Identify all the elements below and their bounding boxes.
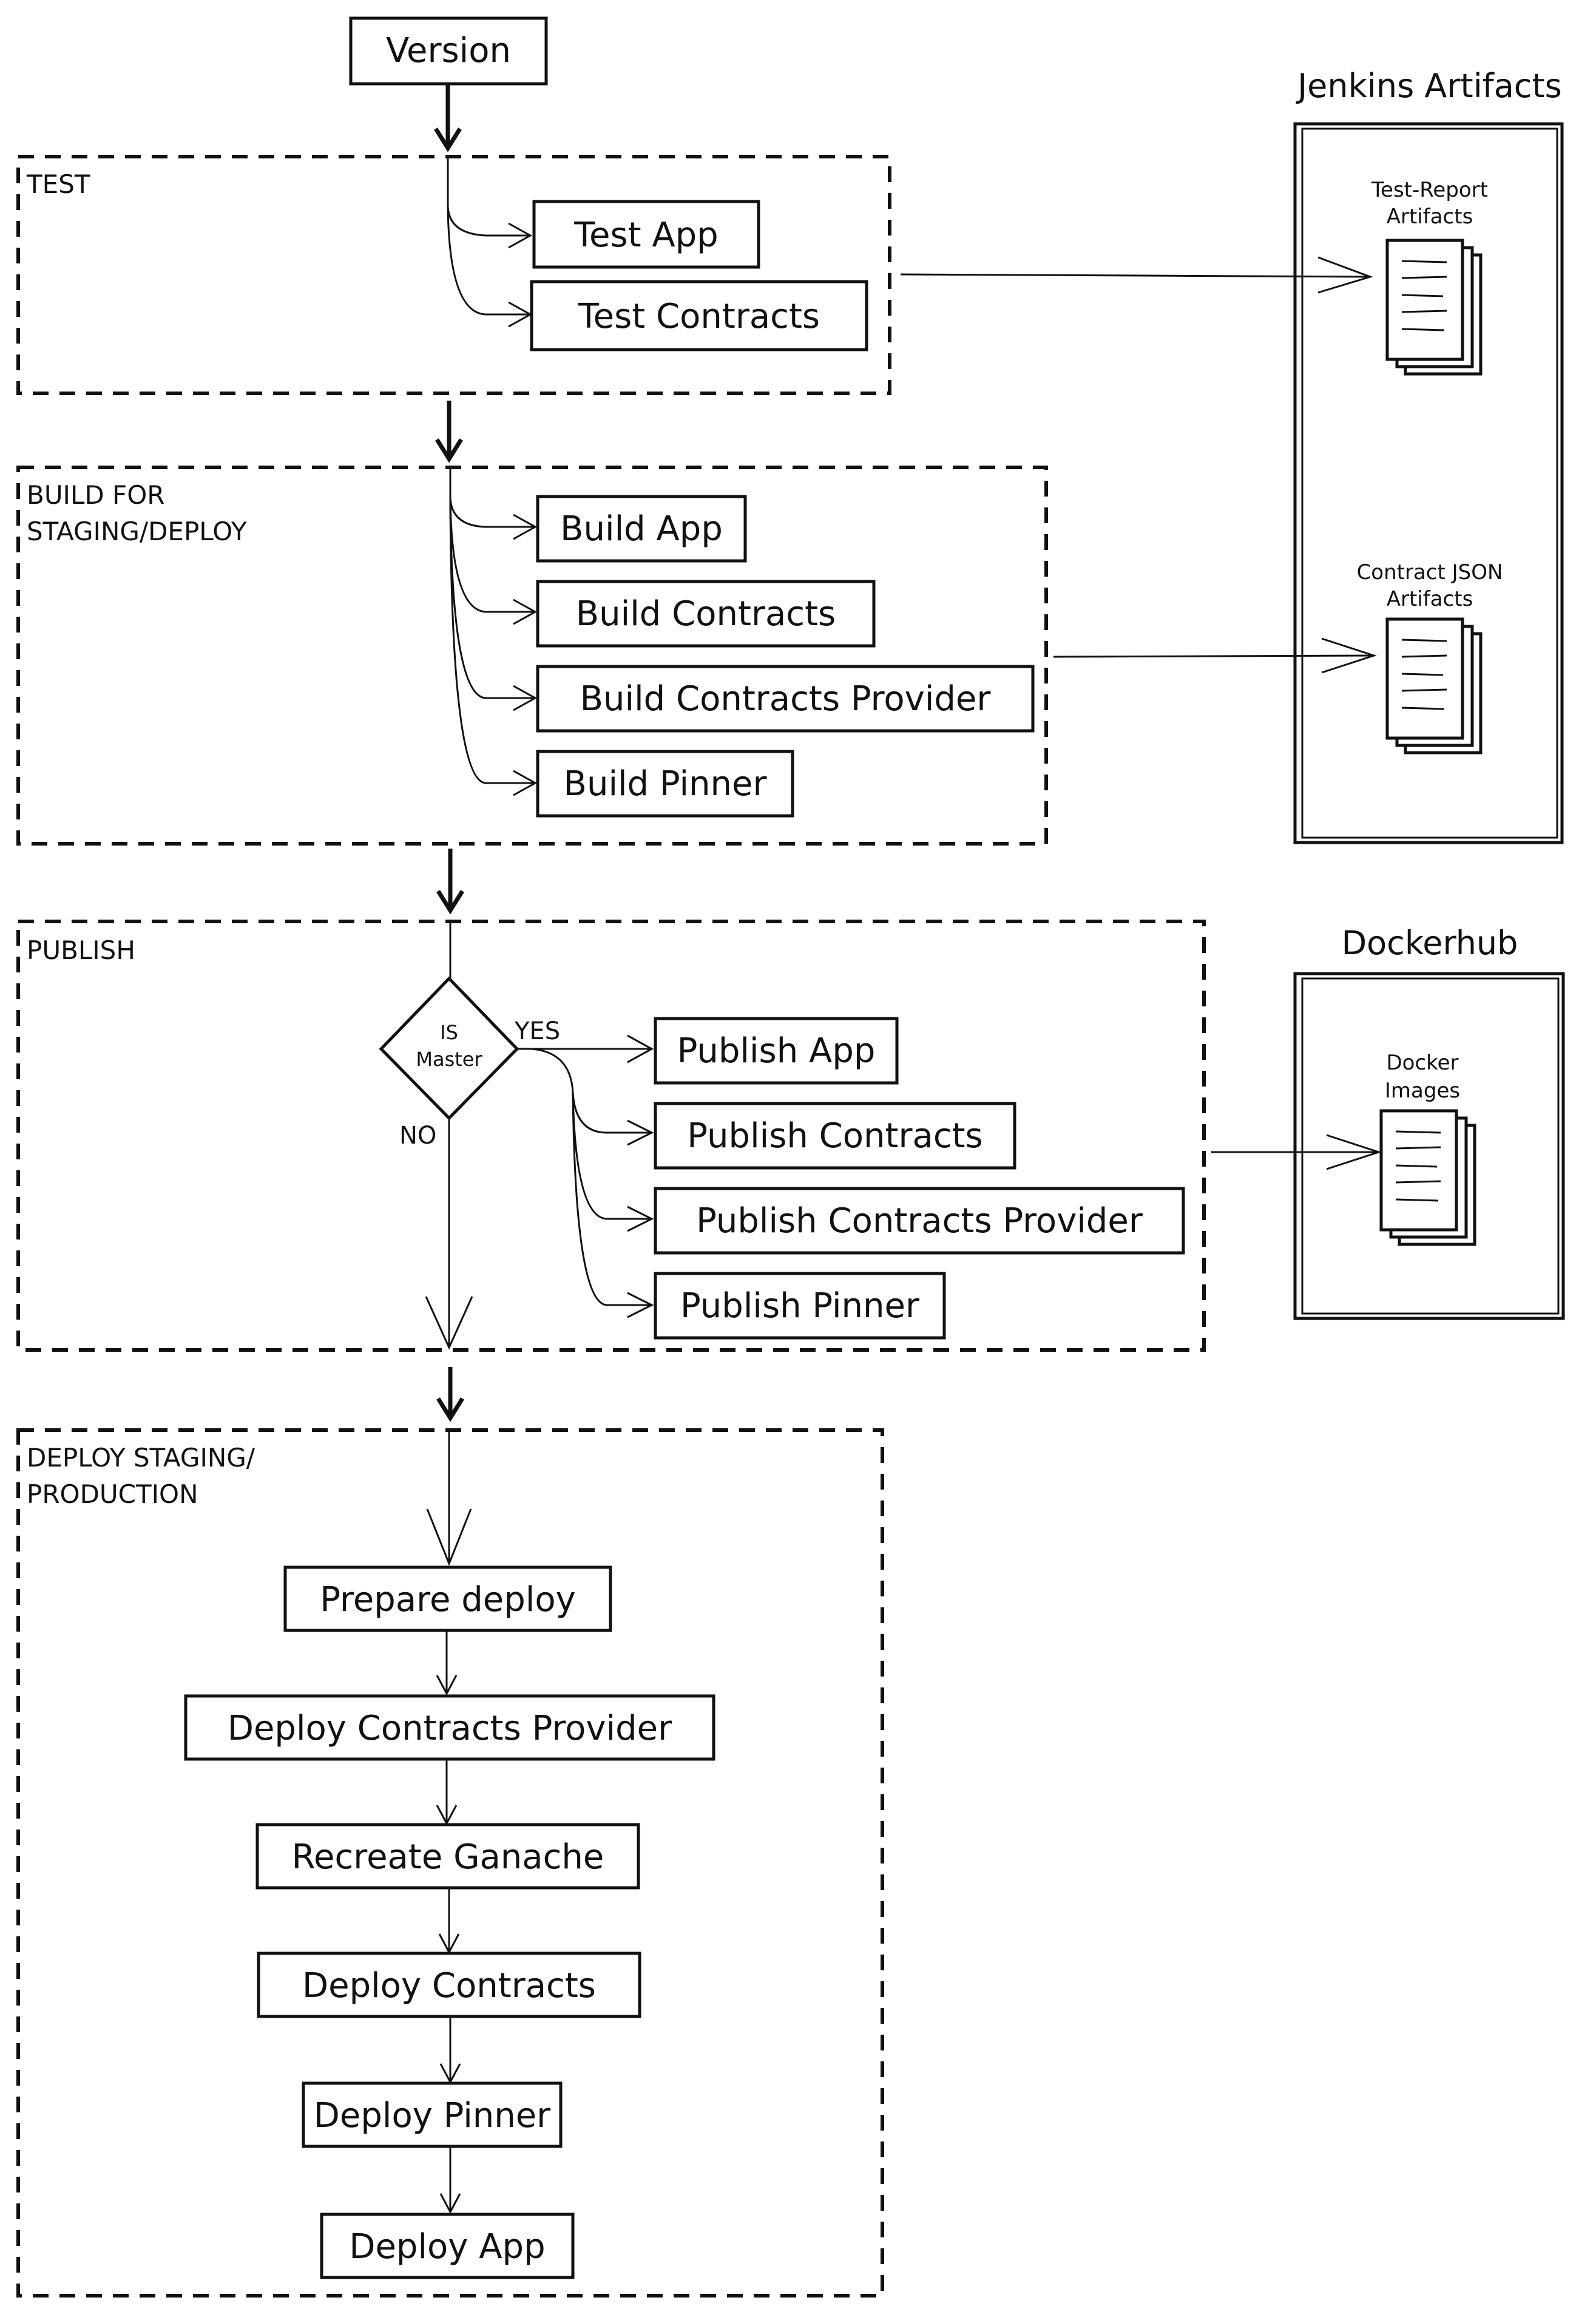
deploy-stage: DEPLOY STAGING/ PRODUCTION <box>16 1428 884 2298</box>
dockerhub-title: Dockerhub <box>1342 924 1518 962</box>
publish-stage-label: PUBLISH <box>27 935 135 965</box>
test-report-label-line1: Test-Report <box>1371 178 1488 202</box>
build-app-label: Build App <box>560 509 723 549</box>
publish-step-publish-contracts-provider: Publish Contracts Provider <box>654 1187 1185 1255</box>
publish-contracts-label: Publish Contracts <box>687 1116 982 1156</box>
test-step-test-contracts: Test Contracts <box>530 280 868 351</box>
dockerhub-panel <box>1293 972 1565 1320</box>
yes-label: YES <box>514 1017 560 1045</box>
publish-stage: PUBLISH <box>16 920 1206 1352</box>
deploy-arrow-4 <box>439 2018 461 2084</box>
deploy-arrow-1 <box>436 1632 458 1696</box>
is-master-decision: IS Master <box>379 976 519 1121</box>
publish-to-deploy-arrow <box>436 1367 464 1422</box>
prepare-deploy-label: Prepare deploy <box>320 1580 575 1619</box>
deploy-stage-label-line2: PRODUCTION <box>27 1479 198 1509</box>
build-branch-arrows <box>449 469 538 796</box>
deploy-pinner-label: Deploy Pinner <box>314 2096 551 2135</box>
deploy-step-deploy-pinner: Deploy Pinner <box>302 2081 563 2148</box>
build-step-build-pinner: Build Pinner <box>536 750 794 818</box>
publish-pinner-label: Publish Pinner <box>680 1286 920 1326</box>
version-node: Version <box>349 16 548 86</box>
deploy-stage-label-line1: DEPLOY STAGING/ <box>27 1443 255 1473</box>
build-stage-label-line2: STAGING/DEPLOY <box>27 517 247 546</box>
deploy-step-deploy-contracts-provider: Deploy Contracts Provider <box>184 1694 715 1761</box>
build-pinner-label: Build Pinner <box>564 764 768 804</box>
docker-images-label-line1: Docker <box>1386 1051 1458 1075</box>
decision-label-line2: Master <box>416 1048 482 1071</box>
deploy-app-label: Deploy App <box>349 2227 545 2267</box>
docker-images-document-icon <box>1379 1109 1476 1246</box>
version-to-test-arrow <box>434 85 462 152</box>
build-step-build-app: Build App <box>536 495 747 563</box>
test-contracts-label: Test Contracts <box>578 297 820 336</box>
build-step-build-contracts-provider: Build Contracts Provider <box>536 665 1035 733</box>
test-stage-label: TEST <box>26 169 90 199</box>
deploy-contracts-provider-label: Deploy Contracts Provider <box>228 1709 672 1748</box>
publish-step-publish-pinner: Publish Pinner <box>654 1272 946 1340</box>
contract-json-label-line2: Artifacts <box>1387 587 1473 611</box>
build-contracts-provider-label: Build Contracts Provider <box>580 679 992 719</box>
docker-images-label-line2: Images <box>1385 1079 1460 1103</box>
version-label: Version <box>386 31 511 70</box>
test-to-jenkins-arrow <box>900 256 1373 294</box>
deploy-arrow-3 <box>438 1889 460 1955</box>
build-to-jenkins-arrow <box>1053 637 1377 674</box>
build-stage-label-line1: BUILD FOR <box>27 480 164 510</box>
publish-step-publish-contracts: Publish Contracts <box>654 1102 1016 1170</box>
deploy-step-prepare-deploy: Prepare deploy <box>283 1565 612 1632</box>
test-to-build-arrow <box>435 401 463 463</box>
contract-json-document-icon <box>1385 617 1483 755</box>
deploy-step-recreate-ganache: Recreate Ganache <box>255 1823 640 1890</box>
deploy-step-deploy-contracts: Deploy Contracts <box>257 1952 641 2018</box>
no-branch-arrow <box>425 1118 473 1350</box>
deploy-entry-arrow <box>426 1431 472 1567</box>
jenkins-artifacts-panel <box>1293 122 1564 844</box>
publish-app-label: Publish App <box>677 1031 876 1071</box>
build-stage: BUILD FOR STAGING/DEPLOY <box>16 466 1048 846</box>
deploy-contracts-label: Deploy Contracts <box>302 1966 596 2006</box>
jenkins-artifacts-title: Jenkins Artifacts <box>1296 67 1562 105</box>
test-report-label-line2: Artifacts <box>1387 205 1473 229</box>
test-stage: TEST <box>16 155 891 395</box>
publish-step-publish-app: Publish App <box>654 1017 899 1085</box>
build-step-build-contracts: Build Contracts <box>536 580 876 648</box>
build-to-publish-arrow <box>436 849 464 915</box>
build-contracts-label: Build Contracts <box>576 594 836 634</box>
test-branch-arrows <box>447 158 533 328</box>
publish-contracts-provider-label: Publish Contracts Provider <box>696 1201 1143 1241</box>
no-label: NO <box>399 1122 436 1150</box>
yes-branch-arrows <box>516 1034 654 1318</box>
test-app-label: Test App <box>573 215 718 255</box>
deploy-step-deploy-app: Deploy App <box>320 2213 575 2279</box>
contract-json-label-line1: Contract JSON <box>1357 560 1503 585</box>
test-report-document-icon <box>1385 239 1483 376</box>
decision-label-line1: IS <box>440 1021 458 1044</box>
deploy-arrow-2 <box>436 1760 458 1826</box>
deploy-arrow-5 <box>439 2148 461 2214</box>
recreate-ganache-label: Recreate Ganache <box>292 1837 604 1877</box>
test-step-test-app: Test App <box>532 200 760 269</box>
